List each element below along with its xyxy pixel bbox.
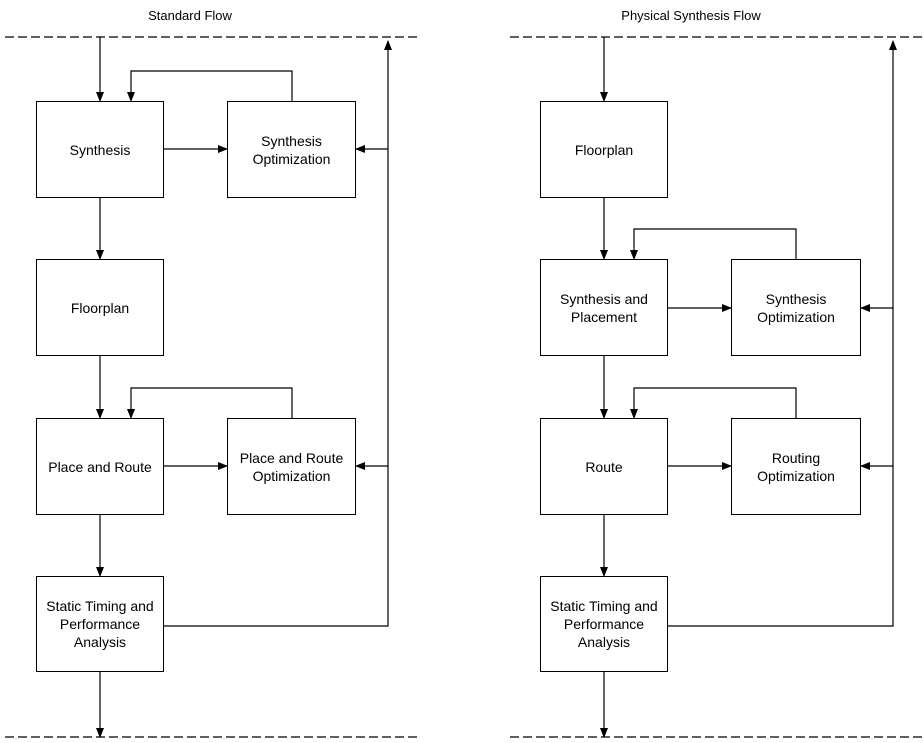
phys-route-opt-loop: [630, 387, 797, 419]
phys-synth-place-box: Synthesis and Placement: [540, 259, 668, 356]
phys-synthesis-opt-label: Synthesis Optimization: [757, 290, 835, 325]
phys-route-label: Route: [585, 458, 623, 475]
std-place-route-opt-box: Place and Route Optimization: [227, 418, 356, 515]
std-floorplan-box: Floorplan: [36, 259, 164, 356]
std-synthesis-box: Synthesis: [36, 101, 164, 198]
std-place-route-label: Place and Route: [48, 458, 152, 475]
standard-flow-title: Standard Flow: [148, 8, 232, 23]
std-pr-opt-loop: [127, 387, 293, 419]
std-synth-opt-loop: [127, 70, 293, 102]
std-synthesis-opt-box: Synthesis Optimization: [227, 101, 356, 198]
std-place-route-box: Place and Route: [36, 418, 164, 515]
phys-routing-opt-box: Routing Optimization: [731, 418, 861, 515]
physical-flow-title: Physical Synthesis Flow: [621, 8, 761, 23]
std-sta-label: Static Timing and Performance Analysis: [46, 598, 154, 650]
std-floorplan-label: Floorplan: [70, 299, 130, 316]
phys-synth-place-label: Synthesis and Placement: [560, 290, 648, 325]
std-feedback-line: [164, 40, 392, 627]
phys-route-box: Route: [540, 418, 668, 515]
std-synthesis-opt-label: Synthesis Optimization: [252, 132, 331, 167]
phys-synthesis-opt-box: Synthesis Optimization: [731, 259, 861, 356]
phys-sta-label: Static Timing and Performance Analysis: [550, 598, 658, 650]
phys-floorplan-label: Floorplan: [574, 141, 634, 158]
phys-feedback-line: [668, 40, 897, 627]
std-sta-box: Static Timing and Performance Analysis: [36, 576, 164, 672]
phys-synth-opt-loop: [630, 228, 797, 260]
phys-floorplan-box: Floorplan: [540, 101, 668, 198]
std-synthesis-label: Synthesis: [69, 141, 131, 158]
std-place-route-opt-label: Place and Route Optimization: [239, 449, 344, 484]
phys-routing-opt-label: Routing Optimization: [757, 449, 835, 484]
phys-sta-box: Static Timing and Performance Analysis: [540, 576, 668, 672]
